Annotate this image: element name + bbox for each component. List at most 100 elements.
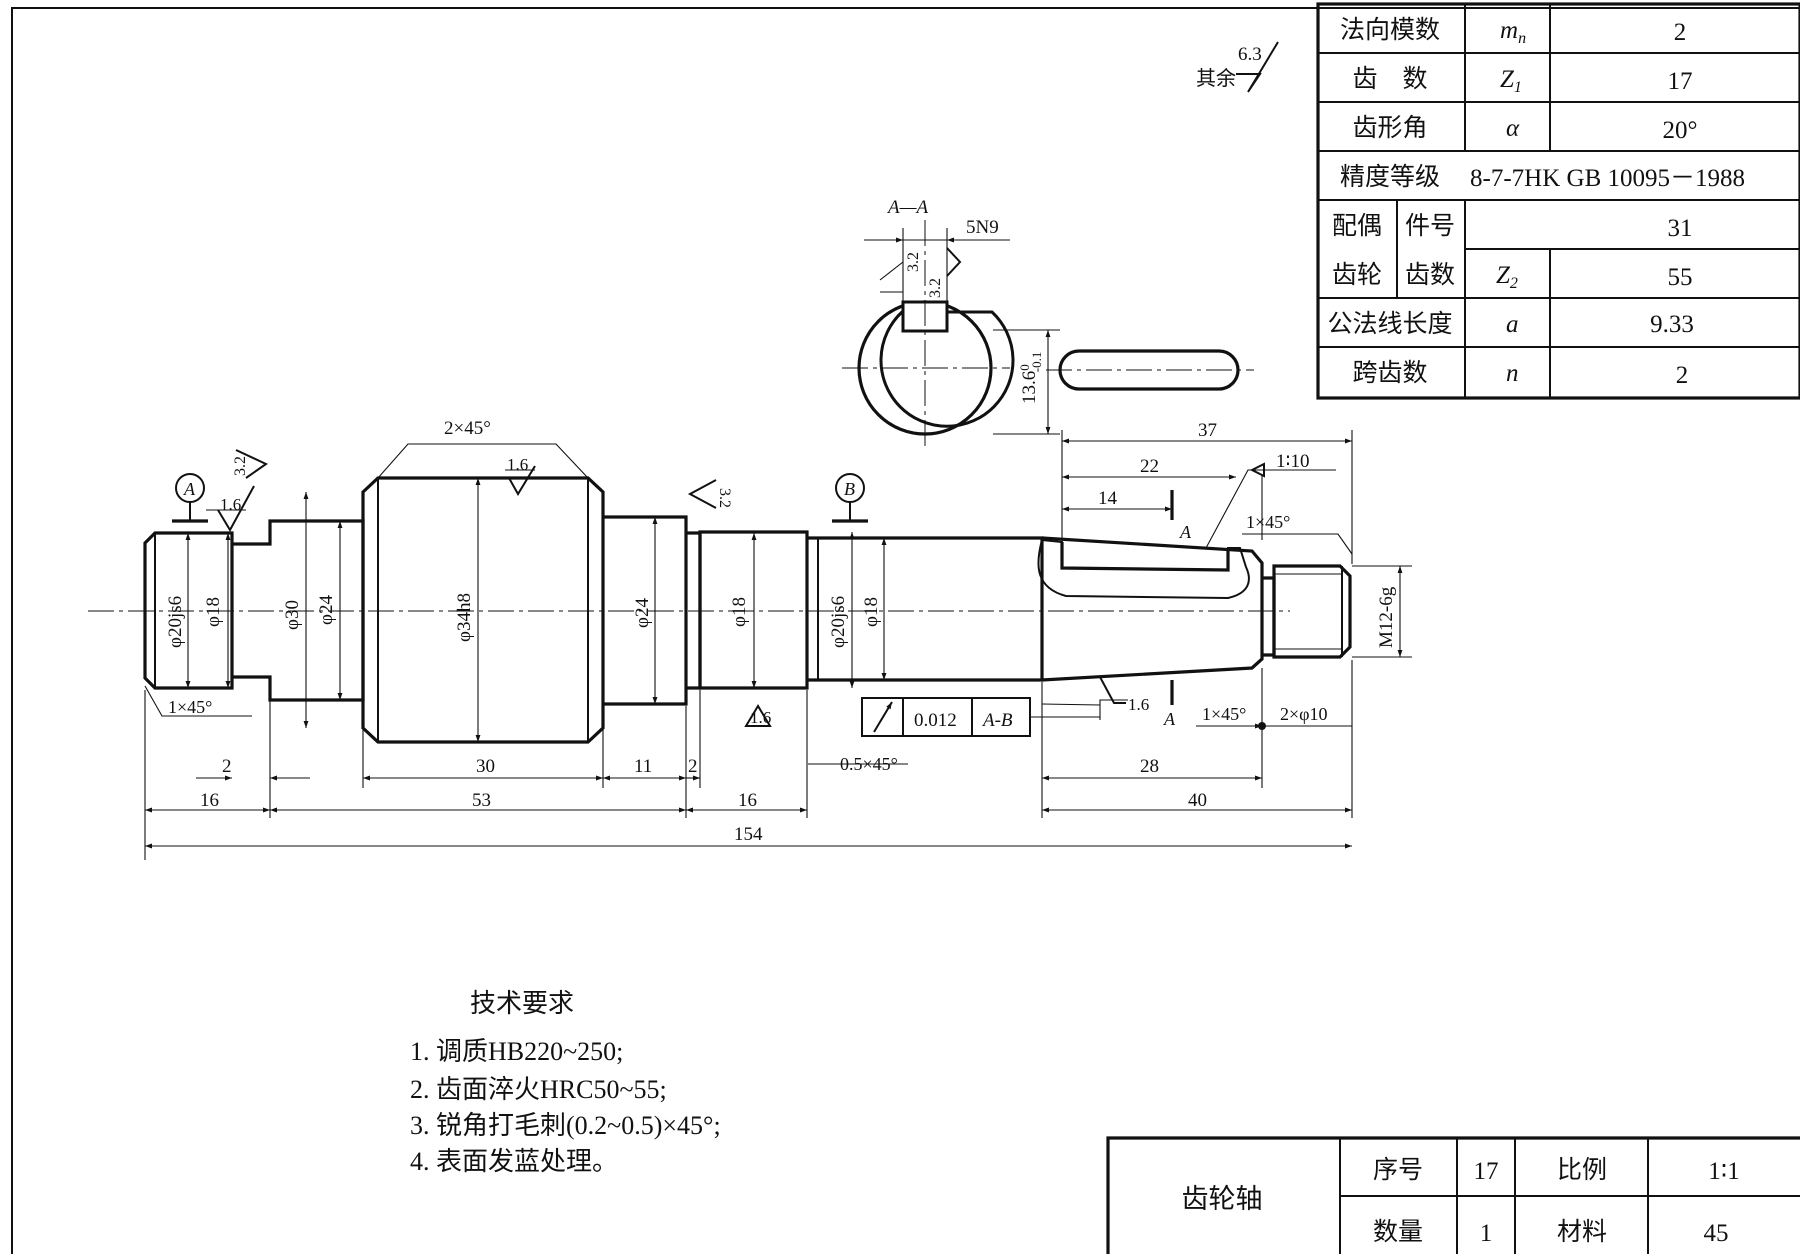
param-value-part-no: 31: [1668, 215, 1693, 242]
param-value-span-length: 9.33: [1650, 311, 1694, 338]
svg-text:其余: 其余: [1196, 67, 1236, 90]
diameter-dimensions: φ20js6 φ18 φ30 φ24 φ34h8 φ24 φ18 φ20js6 …: [165, 478, 1412, 742]
material-label: 材料: [1557, 1218, 1607, 1246]
dia-label-2: φ18: [203, 597, 224, 627]
section-arrow-bottom: A: [1163, 709, 1176, 729]
param-label-accuracy: 精度等级: [1340, 163, 1440, 191]
len-2b: 2: [688, 756, 698, 777]
param-label-pressure-angle: 齿形角: [1352, 114, 1427, 142]
requirement-3: 3. 锐角打毛刺(0.2~0.5)×45°;: [410, 1111, 721, 1140]
section-arrow-top: A: [1179, 522, 1192, 542]
general-roughness-note: 其余 6.3: [1196, 41, 1279, 93]
dia-label-5: φ34h8: [454, 593, 475, 642]
technical-requirements: 技术要求 1. 调质HB220~250; 2. 齿面淬火HRC50~55; 3.…: [410, 989, 721, 1176]
roughness-bottom: 1.6: [750, 708, 771, 727]
datum-a-symbol: A: [172, 473, 208, 523]
dia-label-3: φ30: [282, 600, 303, 630]
len-16b: 16: [738, 790, 757, 811]
param-symbol-mn: mn: [1500, 17, 1526, 47]
seq-value: 17: [1474, 1158, 1499, 1185]
sheet-border: [11, 7, 1800, 1254]
param-value-accuracy: 8-7-7HK GB 10095－1988: [1470, 165, 1745, 192]
roughness-left-side: 3.2: [232, 456, 249, 476]
param-value-module: 2: [1674, 19, 1687, 46]
dia-label-4: φ24: [316, 595, 337, 625]
param-symbol-z1: Z1: [1500, 66, 1522, 96]
taper-label: 1∶10: [1276, 451, 1309, 472]
requirement-4: 4. 表面发蓝处理。: [410, 1147, 618, 1176]
keyway-depth-label: 13.60-0.1: [1017, 352, 1044, 404]
dia-label-6: φ24: [632, 598, 653, 628]
keyway-width-label: 5N9: [966, 217, 999, 238]
param-label-gear: 齿轮: [1332, 261, 1382, 289]
title-block: 齿轮轴 序号 17 比例 1∶1 数量 1 材料 45: [1106, 1136, 1800, 1254]
thread-label: M12-6g: [1376, 586, 1397, 648]
chamfer-main-label: 2×45°: [444, 418, 491, 439]
runout-tolerance-frame: 0.012 A-B: [861, 697, 1100, 737]
dia-label-1: φ20js6: [165, 596, 186, 648]
gear-parameter-table: 法向模数 mn 2 齿 数 Z1 17 齿形角 α 20° 精度等级 8-7-7…: [1316, 2, 1800, 400]
roughness-marks: 1.6 3.2 1.6 3.2 1.6 1.6: [206, 449, 1149, 727]
svg-text:B: B: [844, 479, 855, 499]
chamfer-callouts: 2×45° 1×45° 1×45° 1∶10 0.5×45°: [144, 418, 1353, 774]
param-value-teeth: 17: [1668, 68, 1693, 95]
param-value-span-teeth: 2: [1676, 362, 1689, 389]
len-11: 11: [634, 756, 652, 777]
keyway-roughness-2: 3.2: [927, 278, 944, 298]
len-2a: 2: [222, 756, 232, 777]
qty-label: 数量: [1373, 1218, 1423, 1246]
param-symbol-n: n: [1506, 360, 1519, 387]
section-cut-markers: A A: [1163, 490, 1192, 729]
section-view-a-a: A—A 5N9 3.2 3.2 13.60-0.1: [842, 197, 1060, 450]
param-symbol-alpha: α: [1506, 115, 1520, 142]
dia-label-8: φ20js6: [828, 596, 849, 648]
dia-label-7: φ18: [729, 597, 750, 627]
param-label-teeth: 齿 数: [1352, 65, 1427, 93]
roughness-center: 1.6: [507, 455, 528, 474]
svg-text:6.3: 6.3: [1238, 44, 1262, 65]
roughness-taper: 1.6: [1128, 695, 1149, 714]
qty-value: 1: [1480, 1220, 1493, 1247]
param-label-span-teeth: 跨齿数: [1352, 359, 1427, 387]
len-154: 154: [734, 824, 763, 845]
chamfer-left-label: 1×45°: [168, 697, 212, 717]
datum-b-symbol: B: [832, 473, 868, 523]
param-label-span-length: 公法线长度: [1327, 310, 1452, 338]
param-label-normal-module: 法向模数: [1340, 16, 1440, 44]
tolerance-datum: A-B: [981, 710, 1013, 731]
part-name: 齿轮轴: [1182, 1184, 1263, 1214]
len-40: 40: [1188, 790, 1207, 811]
section-title: A—A: [886, 197, 929, 218]
dia-label-9: φ18: [861, 597, 882, 627]
len-37: 37: [1198, 420, 1217, 441]
scale-label: 比例: [1557, 1156, 1607, 1184]
requirement-1: 1. 调质HB220~250;: [410, 1037, 623, 1066]
keyway-top-view: [1046, 349, 1254, 391]
scale-value: 1∶1: [1708, 1158, 1740, 1185]
chamfer-right-label: 1×45°: [1202, 704, 1246, 724]
undercut-label: 2×φ10: [1280, 704, 1328, 724]
len-22: 22: [1140, 456, 1159, 477]
length-dimensions: 37 22 14 2 30 11 2 16 53 16 28 40 154 1×…: [144, 420, 1353, 860]
roughness-left-top: 1.6: [220, 495, 241, 514]
param-value-mate-teeth: 55: [1668, 264, 1693, 291]
param-label-mate-teeth: 齿数: [1405, 261, 1455, 289]
param-label-mate: 配偶: [1332, 212, 1382, 240]
tolerance-value: 0.012: [914, 710, 957, 731]
len-30: 30: [476, 756, 495, 777]
chamfer-small-label: 0.5×45°: [840, 754, 898, 774]
len-53: 53: [472, 790, 491, 811]
len-28: 28: [1140, 756, 1159, 777]
svg-text:A: A: [183, 479, 196, 499]
param-value-pressure-angle: 20°: [1663, 117, 1698, 144]
param-symbol-z2: Z2: [1496, 262, 1518, 292]
seq-label: 序号: [1373, 1156, 1423, 1184]
param-symbol-a: a: [1506, 311, 1519, 338]
roughness-right-side: 3.2: [716, 488, 733, 508]
len-16a: 16: [200, 790, 219, 811]
requirements-title: 技术要求: [470, 989, 574, 1018]
keyway-roughness-1: 3.2: [905, 252, 922, 272]
len-14: 14: [1098, 488, 1118, 509]
material-value: 45: [1704, 1220, 1729, 1247]
